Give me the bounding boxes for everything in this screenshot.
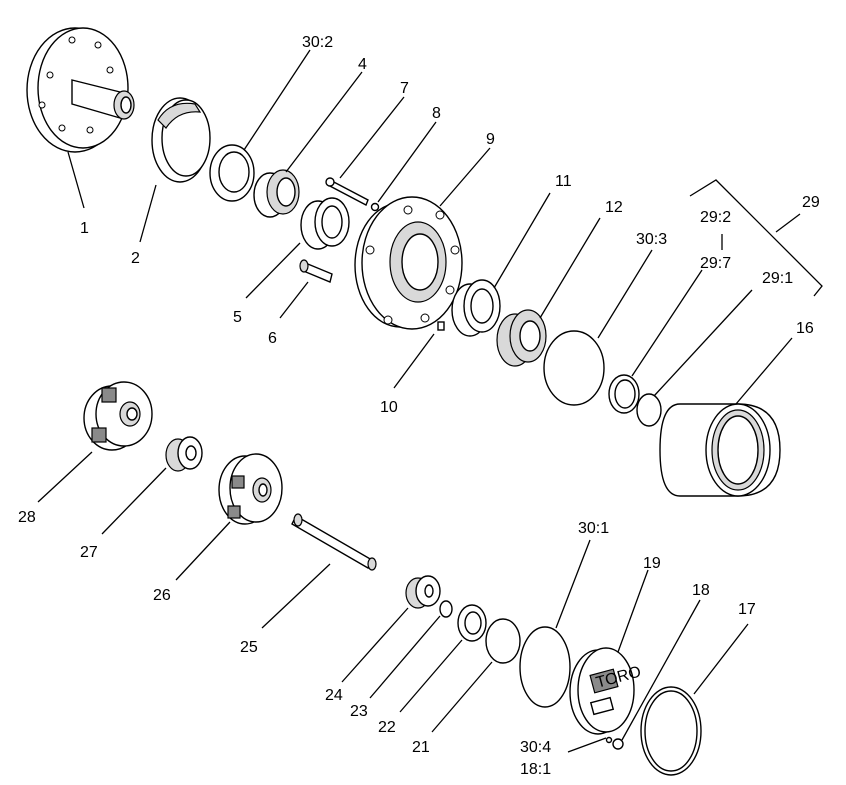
part-21-disc bbox=[485, 618, 521, 664]
part-16-ring-gear bbox=[659, 403, 781, 497]
part-29-1-snap-ring bbox=[636, 393, 662, 427]
part-19-cover: TORO bbox=[569, 647, 643, 735]
callout-21: 21 bbox=[412, 739, 430, 756]
part-11-bearing-cup bbox=[451, 279, 501, 337]
callout-28: 28 bbox=[18, 509, 36, 526]
callout-25: 25 bbox=[240, 639, 258, 656]
part-30-1-o-ring bbox=[519, 626, 571, 708]
part-27-planet-gear bbox=[165, 436, 203, 472]
part-4-roller-bearing bbox=[253, 169, 300, 218]
callout-labels: 1 2 30:2 4 7 8 9 11 12 29 29:2 29:7 29:1… bbox=[18, 34, 820, 778]
callout-23: 23 bbox=[350, 703, 368, 720]
callout-5: 5 bbox=[233, 309, 242, 326]
callout-29: 29 bbox=[802, 194, 820, 211]
leader-lines bbox=[37, 49, 823, 753]
part-12-roller-bearing bbox=[496, 309, 547, 367]
callout-27: 27 bbox=[80, 544, 98, 561]
part-22-thrust-washer bbox=[457, 604, 487, 642]
callout-2: 2 bbox=[131, 250, 140, 267]
part-9-hub bbox=[354, 196, 463, 330]
part-23-washer bbox=[439, 600, 453, 618]
callout-29-7: 29:7 bbox=[700, 255, 731, 272]
callout-7: 7 bbox=[400, 80, 409, 97]
part-30-3-o-ring bbox=[543, 330, 605, 406]
callout-30-1: 30:1 bbox=[578, 520, 609, 537]
part-17-retaining-ring bbox=[640, 686, 702, 776]
callout-30-2: 30:2 bbox=[302, 34, 333, 51]
callout-29-2: 29:2 bbox=[700, 209, 731, 226]
part-29-2-washer bbox=[608, 374, 640, 414]
callout-30-4: 30:4 bbox=[520, 739, 551, 756]
callout-8: 8 bbox=[432, 105, 441, 122]
part-6-stud bbox=[299, 259, 333, 283]
callout-12: 12 bbox=[605, 199, 623, 216]
part-5-bearing-cup bbox=[300, 197, 350, 250]
callout-22: 22 bbox=[378, 719, 396, 736]
callout-30-3: 30:3 bbox=[636, 231, 667, 248]
callout-19: 19 bbox=[643, 555, 661, 572]
callout-29-1: 29:1 bbox=[762, 270, 793, 287]
part-10-key bbox=[437, 321, 445, 331]
callout-10: 10 bbox=[380, 399, 398, 416]
part-25-shaft bbox=[291, 513, 377, 571]
callout-16: 16 bbox=[796, 320, 814, 337]
part-26-carrier bbox=[218, 453, 283, 525]
part-7-pin bbox=[325, 177, 369, 206]
callout-9: 9 bbox=[486, 131, 495, 148]
callout-18-1: 18:1 bbox=[520, 761, 551, 778]
part-24-gear bbox=[405, 575, 441, 609]
callout-26: 26 bbox=[153, 587, 171, 604]
callout-24: 24 bbox=[325, 687, 343, 704]
callout-1: 1 bbox=[80, 220, 89, 237]
part-30-2-flat-seal bbox=[209, 144, 255, 202]
callout-18: 18 bbox=[692, 582, 710, 599]
part-2-seal-ring bbox=[151, 97, 211, 183]
callout-11: 11 bbox=[555, 173, 572, 190]
part-1-flanged-shaft bbox=[26, 27, 135, 153]
callout-17: 17 bbox=[738, 601, 756, 618]
callout-6: 6 bbox=[268, 330, 277, 347]
part-8-ball bbox=[370, 202, 380, 212]
part-28-planet-carrier bbox=[83, 381, 153, 451]
part-18-plug bbox=[605, 736, 624, 750]
callout-4: 4 bbox=[358, 56, 367, 73]
